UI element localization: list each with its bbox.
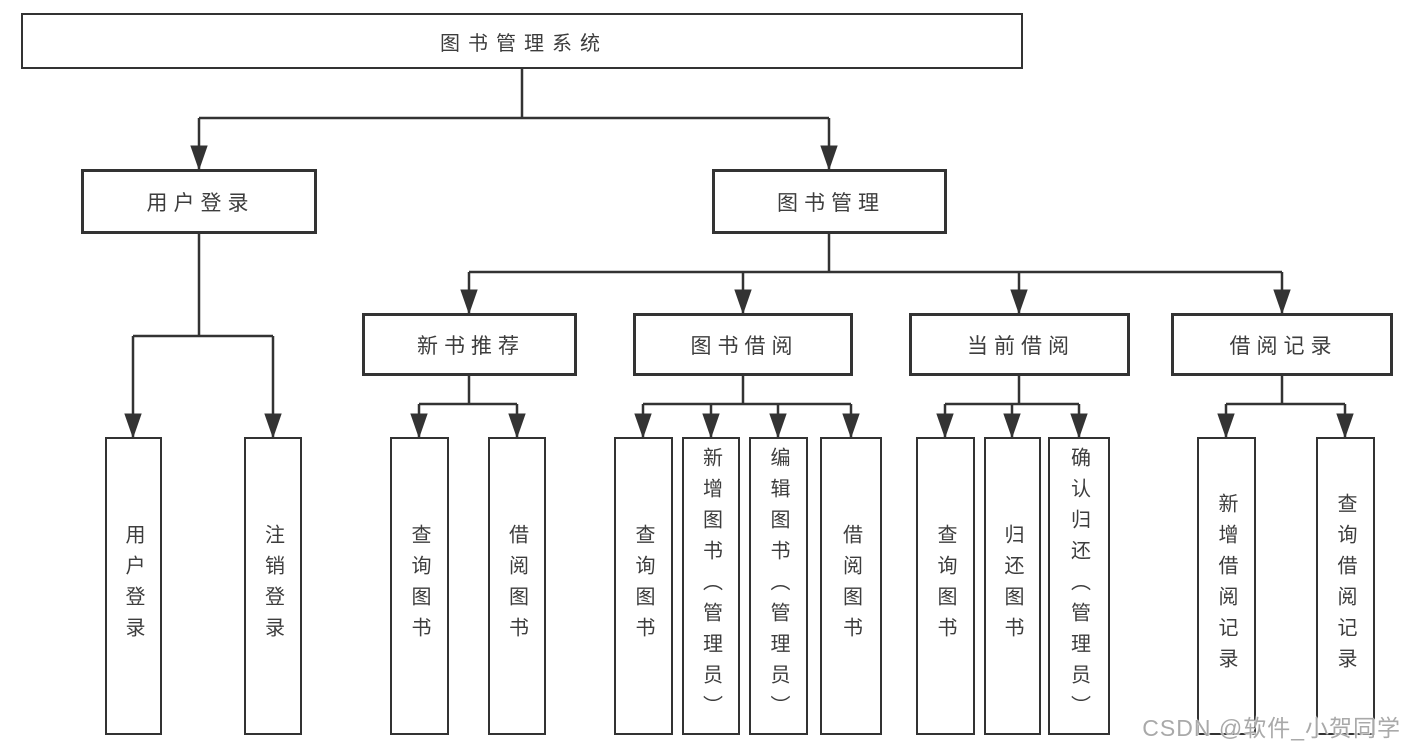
leaf-borrow-books-2: 借阅图书 [820,437,882,735]
leaf-add-borrow-record: 新增借阅记录 [1197,437,1256,735]
connector-book-borrow-to-leaves [634,376,860,439]
leaf-confirm-return-admin: 确认归还（管理员） [1048,437,1110,735]
arrow-down-icon [460,289,478,315]
arrow-down-icon [734,289,752,315]
leaf-logout: 注销登录 [244,437,302,735]
connector-current-borrow-to-leaves [936,376,1088,439]
arrow-down-icon [124,413,142,439]
arrow-down-icon [1273,289,1291,315]
arrow-down-icon [1070,413,1088,439]
arrow-down-icon [1003,413,1021,439]
connector-root-to-level2 [190,69,838,171]
node-borrowing-records: 借阅记录 [1171,313,1393,376]
leaf-borrow-books-1: 借阅图书 [488,437,546,735]
arrow-down-icon [936,413,954,439]
arrow-down-icon [410,413,428,439]
node-book-borrowing: 图书借阅 [633,313,853,376]
arrow-down-icon [702,413,720,439]
leaf-edit-books-admin: 编辑图书（管理员） [749,437,808,735]
connector-borrow-records-to-leaves [1217,376,1354,439]
arrow-down-icon [769,413,787,439]
connector-new-book-recommend-to-leaves [410,376,526,439]
leaf-query-books-3: 查询图书 [916,437,975,735]
arrow-down-icon [820,145,838,171]
leaf-query-borrow-record: 查询借阅记录 [1316,437,1375,735]
node-user-login: 用户登录 [81,169,317,234]
arrow-down-icon [634,413,652,439]
arrow-down-icon [1010,289,1028,315]
arrow-down-icon [1217,413,1235,439]
arrow-down-icon [842,413,860,439]
leaf-query-books-1: 查询图书 [390,437,449,735]
node-book-management: 图书管理 [712,169,947,234]
arrow-down-icon [1336,413,1354,439]
leaf-query-books-2: 查询图书 [614,437,673,735]
node-new-book-recommendation: 新书推荐 [362,313,577,376]
leaf-return-books: 归还图书 [984,437,1041,735]
leaf-user-login: 用户登录 [105,437,162,735]
leaf-add-books-admin: 新增图书（管理员） [682,437,740,735]
arrow-down-icon [264,413,282,439]
connector-user-login-to-leaves [124,234,282,439]
node-library-system: 图书管理系统 [21,13,1023,69]
node-current-borrowing: 当前借阅 [909,313,1130,376]
arrow-down-icon [190,145,208,171]
arrow-down-icon [508,413,526,439]
connector-book-management-to-level3 [460,233,1291,315]
